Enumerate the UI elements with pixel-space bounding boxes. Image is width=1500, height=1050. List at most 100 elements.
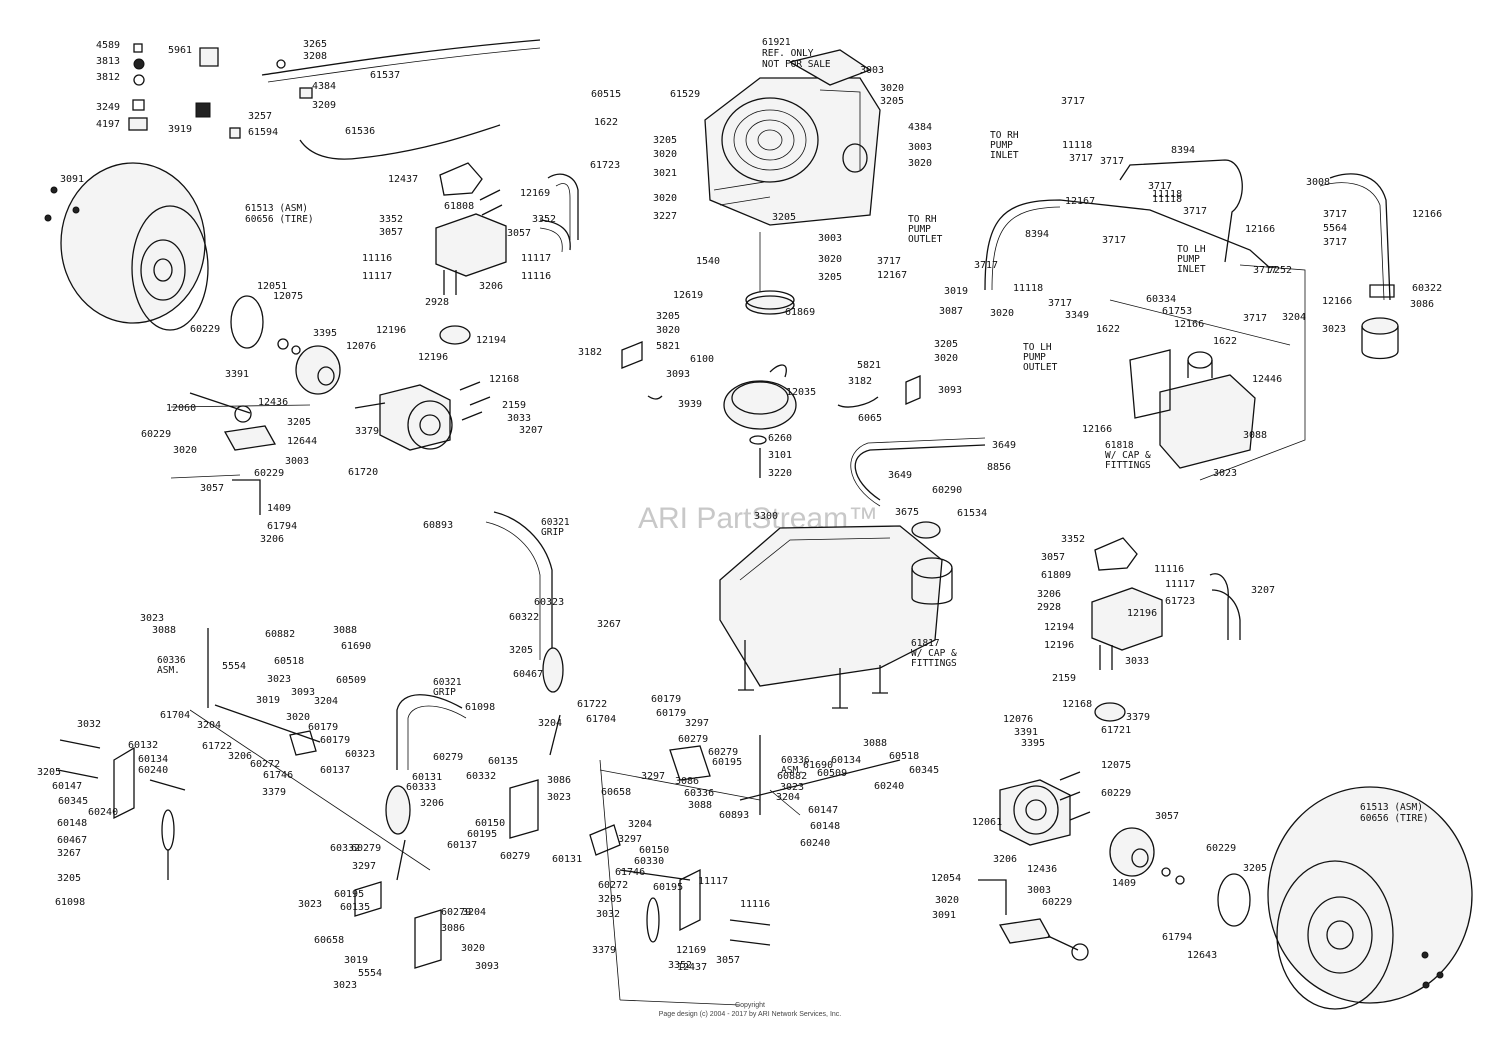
part-number-label: 3813 (96, 56, 120, 67)
part-number-label: 61536 (345, 126, 375, 137)
part-number-label: 3023 (267, 674, 291, 685)
part-number-label: 7252 (1268, 265, 1292, 276)
part-number-label: 12446 (1252, 374, 1282, 385)
part-number-label: 60135 (488, 756, 518, 767)
part-number-label: 3649 (888, 470, 912, 481)
part-number-label: 3205 (934, 339, 958, 350)
part-number-label: 60195 (653, 882, 683, 893)
part-number-label: 11118 (1013, 283, 1043, 294)
part-number-label: 3003 (818, 233, 842, 244)
part-number-label: 6260 (768, 433, 792, 444)
part-number-label: 60332 (330, 843, 360, 854)
part-number-label: 3205 (656, 311, 680, 322)
oil-filter (1361, 284, 1399, 360)
part-number-label: 3020 (653, 149, 677, 160)
switch-parts-group (128, 43, 219, 131)
part-number-label: 12194 (1044, 622, 1074, 633)
part-number-label: 12076 (1003, 714, 1033, 725)
part-number-label: 3205 (509, 645, 533, 656)
part-number-label: 60150 (639, 845, 669, 856)
part-number-label: 2159 (502, 400, 526, 411)
part-number-label: 5961 (168, 45, 192, 56)
part-number-label: 61704 (586, 714, 616, 725)
hydraulic-hoses-left (539, 173, 579, 253)
part-number-label: 3003 (285, 456, 309, 467)
part-number-label: 60467 (513, 669, 543, 680)
part-number-label: 61721 (1101, 725, 1131, 736)
part-number-label: 3032 (77, 719, 101, 730)
part-number-label: 60322 (1412, 283, 1442, 294)
part-number-label: 3205 (653, 135, 677, 146)
part-number-label: 3717 (1323, 209, 1347, 220)
part-number-label: 3019 (344, 955, 368, 966)
part-number-label: 60290 (932, 485, 962, 496)
part-number-label: 3088 (1243, 430, 1267, 441)
part-number-label: 3023 (547, 792, 571, 803)
hydraulic-lines-right (984, 159, 1391, 481)
part-number-label: 3093 (666, 369, 690, 380)
part-number-label: 11117 (698, 876, 728, 887)
part-number-label: 12168 (1062, 699, 1092, 710)
part-number-label: 3297 (618, 834, 642, 845)
part-number-label: 3023 (140, 613, 164, 624)
part-number-label: 3717 (1100, 156, 1124, 167)
part-number-label: 3297 (685, 718, 709, 729)
wheel-left-note: 61513 (ASM) 60656 (TIRE) (245, 203, 314, 225)
part-number-label: 11118 (1062, 140, 1092, 151)
part-number-label: 61098 (55, 897, 85, 908)
part-number-label: 60882 (777, 771, 807, 782)
part-number-label: 3003 (908, 142, 932, 153)
part-number-label: 3032 (596, 909, 620, 920)
part-number-label: 61723 (590, 160, 620, 171)
part-number-label: 61704 (160, 710, 190, 721)
part-number-label: 3379 (1126, 712, 1150, 723)
part-number-label: 3249 (96, 102, 120, 113)
part-number-label: 3207 (519, 425, 543, 436)
part-number-label: 60323 (345, 749, 375, 760)
fuel-tank (719, 521, 953, 709)
part-number-label: 12643 (1187, 950, 1217, 961)
part-number-label: 3206 (420, 798, 444, 809)
part-number-label: 3020 (990, 308, 1014, 319)
part-number-label: 3204 (462, 907, 486, 918)
part-number-label: 3020 (934, 353, 958, 364)
part-number-label: 61809 (1041, 570, 1071, 581)
part-number-label: 3717 (1061, 96, 1085, 107)
part-number-label: 3717 (1069, 153, 1093, 164)
part-number-label: 1622 (1096, 324, 1120, 335)
part-number-label: 3208 (303, 51, 327, 62)
footer-page-design: Page design (c) 2004 - 2017 by ARI Netwo… (659, 1011, 842, 1018)
part-number-label: 3020 (286, 712, 310, 723)
right-hydro-pump (1091, 537, 1241, 722)
part-number-label: 60279 (678, 734, 708, 745)
part-number-label: 8394 (1025, 229, 1049, 240)
part-number-label: 60345 (909, 765, 939, 776)
part-number-label: 60229 (1101, 788, 1131, 799)
part-number-label: 60336 (684, 788, 714, 799)
part-number-label: 3021 (653, 168, 677, 179)
part-number-label: 3020 (818, 254, 842, 265)
part-number-label: 12051 (257, 281, 287, 292)
left-wheel-motor (354, 381, 491, 451)
left-hub-group (170, 295, 341, 515)
fuel-line (850, 437, 986, 507)
part-number-label: 3091 (932, 910, 956, 921)
part-number-label: 60518 (889, 751, 919, 762)
part-number-label: 3717 (877, 256, 901, 267)
part-number-label: 60518 (274, 656, 304, 667)
right-rear-wheel (1267, 786, 1473, 1010)
part-number-label: 60240 (800, 838, 830, 849)
part-number-label: 12169 (676, 945, 706, 956)
part-number-label: 60279 (500, 851, 530, 862)
part-number-label: 60229 (141, 429, 171, 440)
part-number-label: 3020 (656, 325, 680, 336)
part-number-label: 3717 (1323, 237, 1347, 248)
part-number-label: 60131 (552, 854, 582, 865)
reservoir-note: 61818 W/ CAP & FITTINGS (1105, 440, 1157, 471)
part-number-label: 60882 (265, 629, 295, 640)
part-number-label: 60345 (58, 796, 88, 807)
part-number-label: 11118 (1152, 189, 1182, 200)
brake-plates (289, 730, 711, 969)
part-number-label: 60279 (441, 907, 471, 918)
part-number-label: 12196 (376, 325, 406, 336)
